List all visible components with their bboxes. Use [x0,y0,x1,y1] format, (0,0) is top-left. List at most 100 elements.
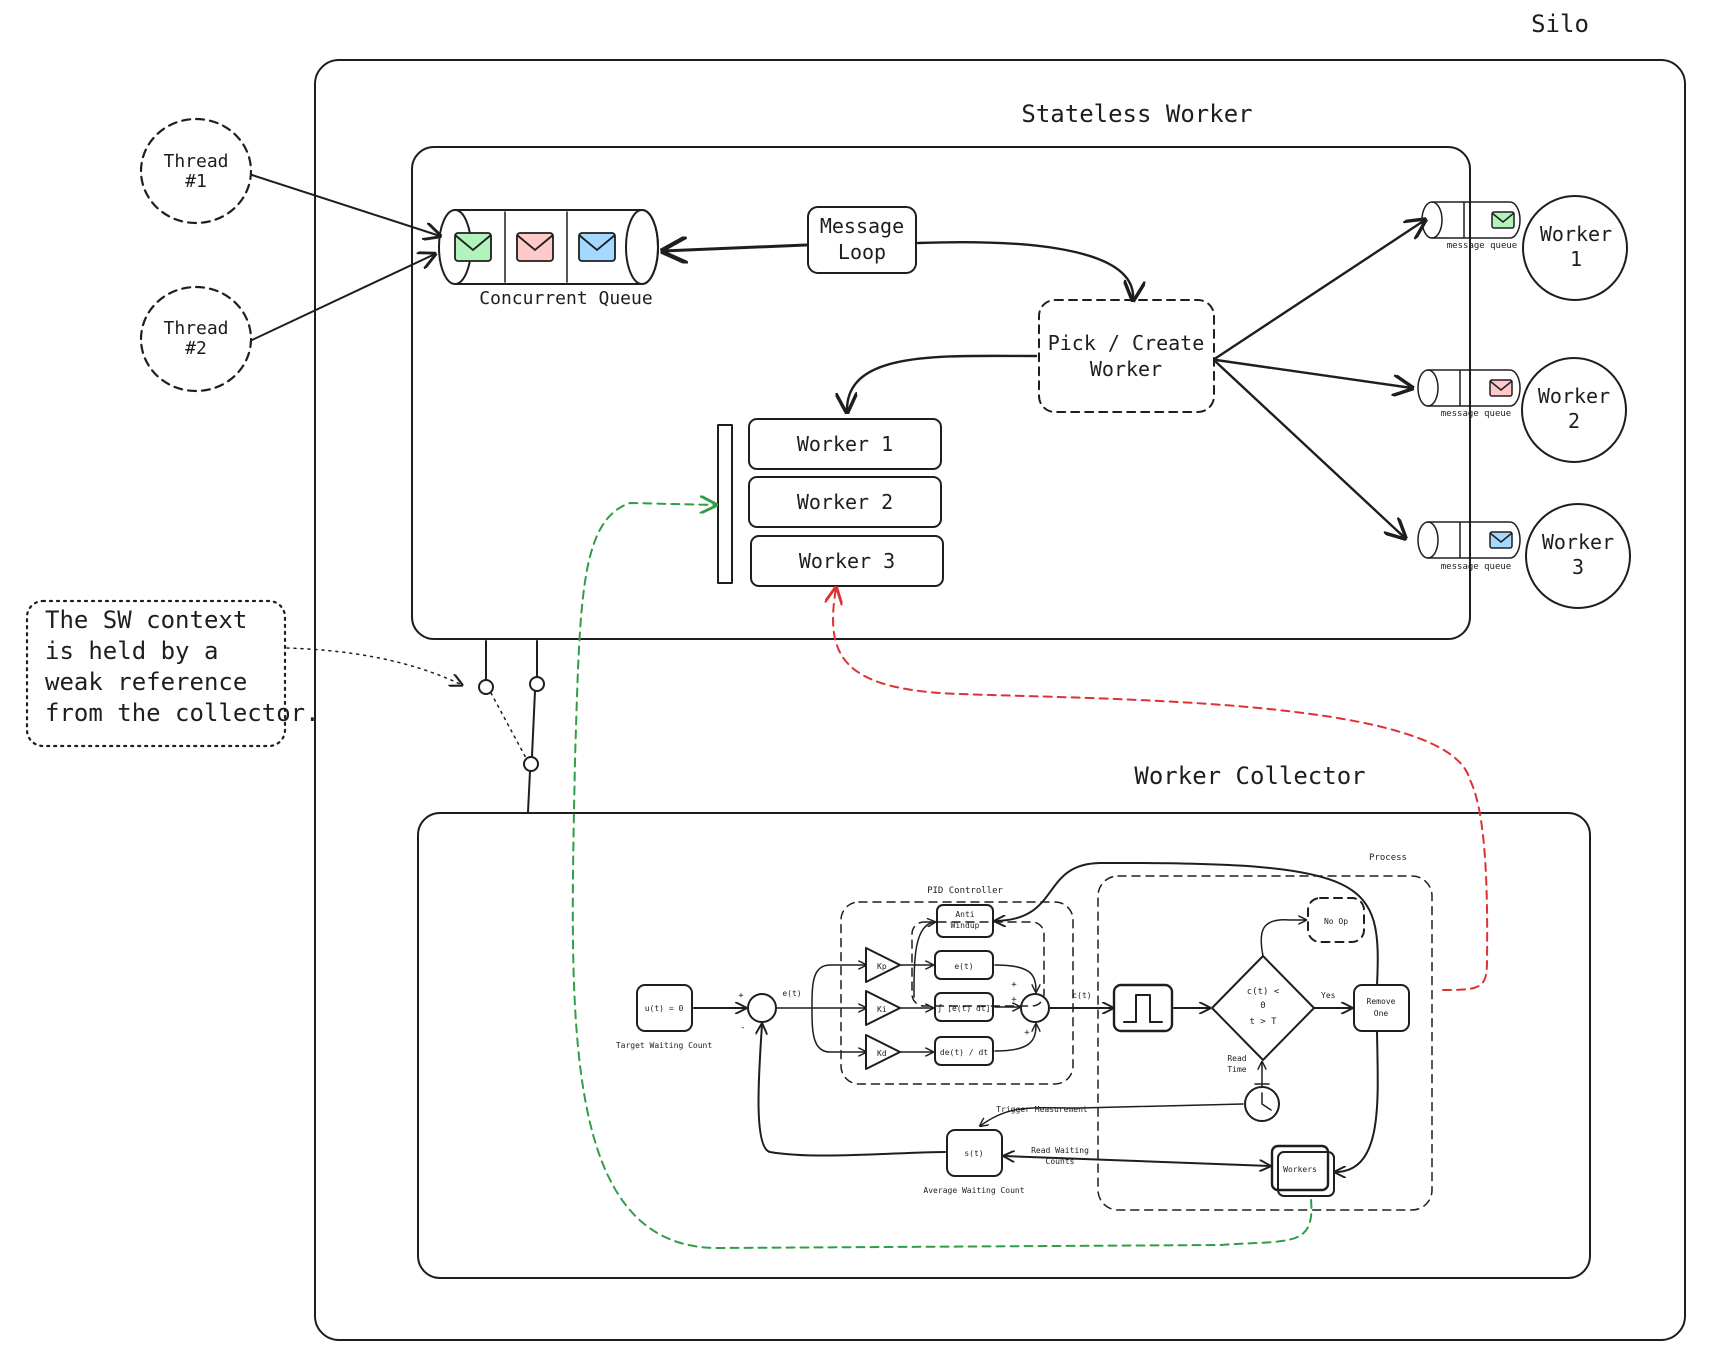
trigger-measurement-arrow [980,1103,1244,1126]
worker-collector-title: Worker Collector [1134,762,1365,790]
read-time-line2: Time [1227,1065,1246,1074]
pid-controller-title: PID Controller [927,886,1003,896]
pick-create-line1: Pick / Create [1048,331,1205,355]
note-line-2: is held by a [45,637,218,665]
decision-line-1: c(t) < [1247,987,1280,997]
worker-3: message queue Worker 3 [1417,503,1631,609]
error-label: e(t) [782,989,801,998]
note-line-1: The SW context [45,606,247,634]
yes-label: Yes [1321,991,1336,1000]
target-caption: Target Waiting Count [616,1041,713,1050]
process-group: Process [1097,853,1433,1211]
note-pointer-arrow [286,647,462,685]
message-loop-line1: Message [820,214,904,238]
worker-1-number: 1 [1570,247,1582,271]
worker-list-item-3-label: Worker 3 [799,549,895,573]
silo-title: Silo [1531,10,1589,38]
error-to-kp-arrow [775,965,866,1009]
remove-one-block: Remove One [1353,984,1410,1032]
decision-to-noop-arrow [1260,920,1306,957]
worker-2-envelope-icon [1489,379,1513,397]
worker-3-envelope-icon [1489,531,1513,549]
anti-windup-block: Anti Windup [936,904,994,938]
note-line-4: from the collector. [45,699,320,727]
i-to-anti-windup-arrow [913,922,935,998]
d-term-label: de(t) / dt [940,1048,988,1057]
decision-line-2: 0 [1260,1001,1265,1011]
worker-1-queue-label: message queue [1447,241,1517,251]
worker-3-number: 3 [1572,555,1584,579]
gain-kp: Kp [865,947,901,983]
decision-diamond: c(t) < 0 t > T [1211,955,1315,1061]
workers-block-label: Workers [1283,1165,1317,1174]
p-to-sum-arrow [994,964,1036,992]
remove-to-workers-arrow [1335,1030,1379,1172]
worker-list-item-2 [748,476,942,528]
worker-list-item-2-label: Worker 2 [797,490,893,514]
anti-windup-line1: Anti [955,910,974,919]
read-time-line1: Read [1227,1054,1246,1063]
feedback-arrow [759,1024,946,1157]
thread-1-number: #1 [185,171,207,192]
worker-1-envelope-icon [1491,211,1515,229]
worker-1: message queue Worker 1 [1421,195,1628,301]
message-loop: Message Loop [807,206,917,274]
workers-block: Workers [1270,1144,1335,1197]
anti-windup-line2: Windup [951,921,980,930]
workers-to-list-link [571,503,1313,1250]
gain-kd: Kd [865,1034,901,1070]
worker-2: message queue Worker 2 [1417,357,1627,463]
stateless-worker-title: Stateless Worker [1021,100,1252,128]
thread-2-enqueue-arrow [251,254,435,341]
p-term-label: e(t) [954,962,973,971]
stateless-worker-container: Stateless Worker [411,100,1471,640]
gain-ki: Ki [865,990,901,1026]
remove-one-line2: One [1374,1009,1389,1018]
average-block: s(t) Average Waiting Count [923,1129,1025,1195]
pick-to-worker-2-arrow [1214,358,1412,388]
thread-2-label: Thread [163,318,228,339]
envelope-green-icon [454,232,492,262]
p-term-block: e(t) [934,950,994,980]
silo-container: Silo [314,10,1686,1341]
worker-list-bar [717,424,733,584]
target-block-label: u(t) = 0 [645,1004,684,1013]
average-block-label: s(t) [964,1149,983,1158]
remove-one-line1: Remove [1367,997,1396,1006]
sample-hold-block [1112,983,1174,1033]
worker-list: Worker 1 Worker 2 Worker 3 [717,418,944,587]
control-sum-junction: + + + [1011,980,1050,1038]
envelope-red-icon [516,232,554,262]
d-term-block: de(t) / dt [934,1036,994,1066]
remove-to-anti-windup-arrow [995,861,1379,986]
read-counts-line2: Counts [1046,1157,1075,1166]
pick-to-worker-1-arrow [1214,220,1425,360]
pick-create-line2: Worker [1090,357,1162,381]
read-counts-line1: Read Waiting [1031,1146,1089,1155]
worker-list-item-3 [750,535,944,587]
loop-to-pick-arrow [916,240,1133,300]
worker-2-label: Worker [1538,384,1610,408]
decision-line-3: t > T [1249,1017,1277,1027]
i-term-label: ∫ [e(t) dt] [938,1004,991,1013]
target-block: u(t) = 0 Target Waiting Count [616,984,713,1050]
no-op-label: No Op [1324,917,1348,926]
thread-2: Thread #2 [139,285,253,393]
concurrent-queue: Concurrent Queue [438,209,659,309]
gain-kp-label: Kp [877,962,887,971]
control-sum-plus-bottom: + [1024,1028,1030,1038]
sum-plus-sign: + [738,991,744,1001]
average-caption: Average Waiting Count [923,1186,1024,1195]
thread-2-number: #2 [185,338,207,359]
pick-to-worker-3-arrow [1214,360,1405,538]
worker-3-label: Worker [1542,530,1614,554]
queue-label: Concurrent Queue [479,288,652,309]
d-to-sum-arrow [994,1024,1036,1052]
worker-2-queue-label: message queue [1441,409,1511,419]
pick-to-list-arrow [847,354,1038,412]
pick-create-worker: Pick / Create Worker [1038,299,1215,413]
weak-reference-switch-icon [478,640,545,813]
remove-to-worker-3-link [833,588,1489,991]
sum-minus-sign: - [740,1023,745,1033]
